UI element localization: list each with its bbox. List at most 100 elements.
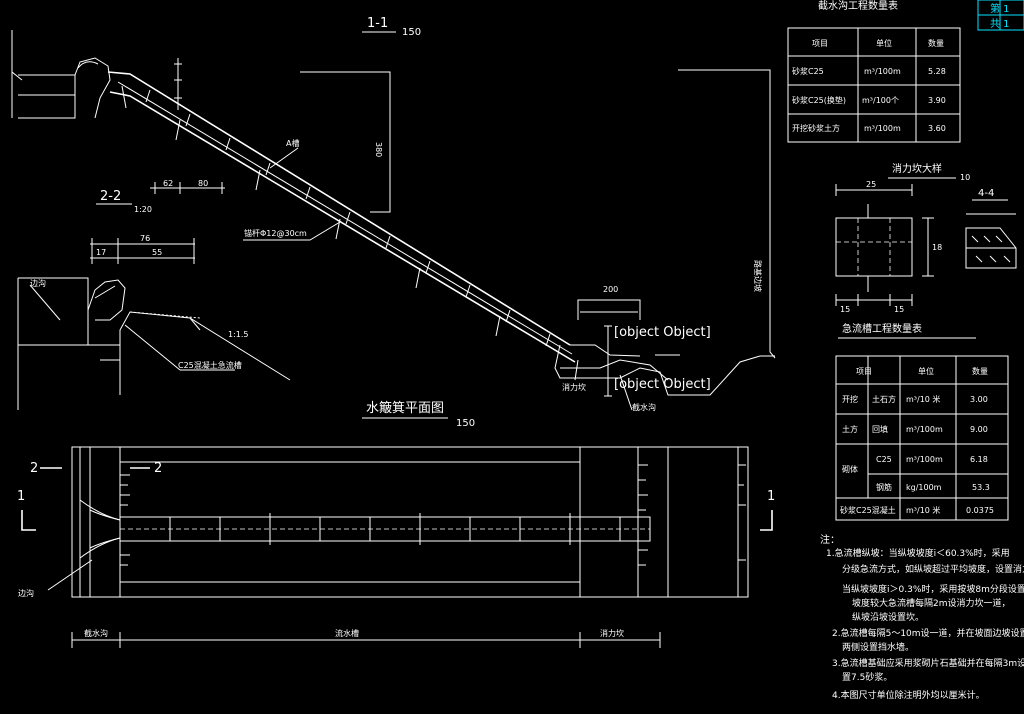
section-4-label: 4-4	[978, 188, 994, 199]
table2-r4-c2: m³/10 米	[906, 505, 940, 515]
dim-76: 76	[140, 234, 150, 243]
foot-label-1: 消力坎	[562, 382, 586, 392]
plan-dim-right: 消力坎	[600, 628, 624, 638]
dim-200: 200	[603, 285, 618, 294]
table2-r1-c0: 土方	[842, 424, 858, 434]
anchor-leader	[243, 221, 341, 241]
section-3-top: [object Object]	[614, 325, 711, 340]
note-line-8: 置7.5砂浆。	[842, 671, 892, 683]
c25-label: C25混凝土急流槽	[178, 360, 242, 370]
table1-r2-c1: m³/100m	[864, 124, 901, 133]
dim-62: 62	[163, 179, 173, 188]
cut-line-1	[21, 510, 773, 531]
note-line-6: 两侧设置挡水墙。	[842, 641, 914, 653]
table2-h-item: 项目	[856, 367, 872, 376]
dim-17: 17	[96, 248, 106, 257]
plan-scale: 150	[456, 418, 475, 429]
section-2-profile	[17, 277, 291, 410]
cut-2-left: 2	[30, 461, 38, 476]
table2-grid	[835, 355, 1009, 521]
plan-dim-line	[71, 632, 661, 648]
plan-ditch-leader	[47, 559, 93, 591]
notes-heading: 注：	[820, 533, 840, 546]
detail-dim-25: 25	[866, 180, 876, 189]
anchor-label: 锚杆Φ12@30cm	[244, 228, 307, 238]
table1-r1-c1: m³/100个	[862, 96, 899, 105]
table2-r0-c1: 土石方	[872, 394, 896, 404]
dim-row-top	[150, 182, 225, 194]
section-1-scale: 150	[402, 27, 421, 38]
table1-h-unit: 单位	[876, 38, 892, 48]
cut-1-left: 1	[17, 489, 25, 504]
section-2-left-label: 边沟	[30, 278, 46, 288]
table1-h-qty: 数量	[928, 38, 944, 48]
dim-380-bracket	[300, 71, 391, 213]
table2-h-qty: 数量	[972, 366, 988, 376]
table1-r1-c0: 砂浆C25(换垫)	[792, 95, 846, 105]
note-line-7: 3.急流槽基础应采用浆砌片石基础并在每隔3m设	[832, 657, 1024, 669]
dim-55: 55	[152, 248, 162, 257]
plan-ditch-label: 边沟	[18, 588, 34, 598]
table2-r0-c2: m³/10 米	[906, 394, 940, 404]
detail-title: 消力坎大样	[892, 162, 942, 175]
sheet-no: 第 1	[990, 2, 1010, 15]
detail-dim-15a: 15	[840, 305, 850, 314]
table1-r2-c0: 开挖砂浆土方	[792, 123, 840, 133]
detail-section-4	[965, 213, 1017, 269]
note-line-9: 4.本图尺寸单位除注明外均以厘米计。	[832, 689, 985, 701]
section-3-bottom: [object Object]	[614, 377, 711, 392]
table2-r0-c0: 开挖	[842, 394, 858, 404]
table2-r3-c2: kg/100m	[906, 483, 942, 492]
title-block	[977, 0, 1024, 31]
table2-r2-c3: 6.18	[970, 455, 988, 464]
note-line-3: 坡度较大急流槽每隔2m设消力坎一道，	[852, 597, 1011, 609]
dim-row-2	[90, 238, 195, 264]
section-2-label: 2-2	[100, 189, 121, 204]
table2-r1-c2: m³/100m	[906, 425, 943, 434]
chute-slope	[107, 58, 576, 363]
table1-grid	[787, 27, 961, 143]
table1-h-item: 项目	[812, 39, 828, 48]
table2-r3-c3: 53.3	[972, 483, 990, 492]
chute-foot	[554, 69, 776, 411]
note-line-5: 2.急流槽每隔5～10m设一道，并在坡面边坡设置台阶	[832, 627, 1024, 639]
detail-scale: 10	[960, 173, 970, 182]
table1-r0-c0: 砂浆C25	[792, 66, 824, 76]
table2-r3-c1: 钢筋	[876, 482, 892, 492]
foot-label-2: 截水沟	[632, 402, 656, 412]
detail-plan	[835, 184, 934, 306]
slope-ratio: 1:1.5	[228, 330, 249, 339]
table1-r1-c2: 3.90	[928, 96, 946, 105]
plan-view-frame	[71, 446, 749, 598]
table2-r2-c1: C25	[876, 455, 892, 464]
note-line-4: 纵坡沿坡设置坎。	[852, 611, 924, 623]
table1-r2-c2: 3.60	[928, 124, 946, 133]
table2-r4-c0: 砂浆C25混凝土	[840, 505, 896, 515]
section-1-label: 1-1	[367, 16, 388, 31]
note-line-0: 1.急流槽纵坡：当纵坡坡度i＜60.3%时，采用	[826, 547, 1010, 559]
a-leader-line	[269, 147, 299, 169]
plan-dim-mid: 流水槽	[335, 628, 359, 638]
table2-r0-c3: 3.00	[970, 395, 988, 404]
dim-380: 380	[374, 142, 383, 157]
section-2-scale: 1:20	[134, 205, 152, 214]
table1-r0-c1: m³/100m	[864, 67, 901, 76]
top-structure	[11, 30, 111, 119]
table2-title: 急流槽工程数量表	[842, 322, 922, 335]
table2-r4-c3: 0.0375	[966, 506, 994, 515]
sheet-total: 共 1	[990, 18, 1010, 30]
table2-h-unit: 单位	[918, 366, 934, 376]
a-leader-label: A槽	[286, 138, 299, 148]
table2-r2-c2: m³/100m	[906, 455, 943, 464]
table2-r1-c3: 9.00	[970, 425, 988, 434]
cut-1-right: 1	[767, 489, 775, 504]
dim-80: 80	[198, 179, 208, 188]
table2-r1-c1: 回填	[872, 424, 888, 434]
table1-title: 截水沟工程数量表	[818, 0, 898, 12]
table2-r2-c0: 砌体	[842, 464, 858, 474]
detail-dim-15b: 15	[894, 305, 904, 314]
vertical-label: 路基边坡	[753, 260, 763, 292]
note-line-1: 分级急流方式，如纵坡超过平均坡度，设置消力坎。	[842, 563, 1024, 575]
plan-title: 水簸箕平面图	[366, 400, 444, 416]
